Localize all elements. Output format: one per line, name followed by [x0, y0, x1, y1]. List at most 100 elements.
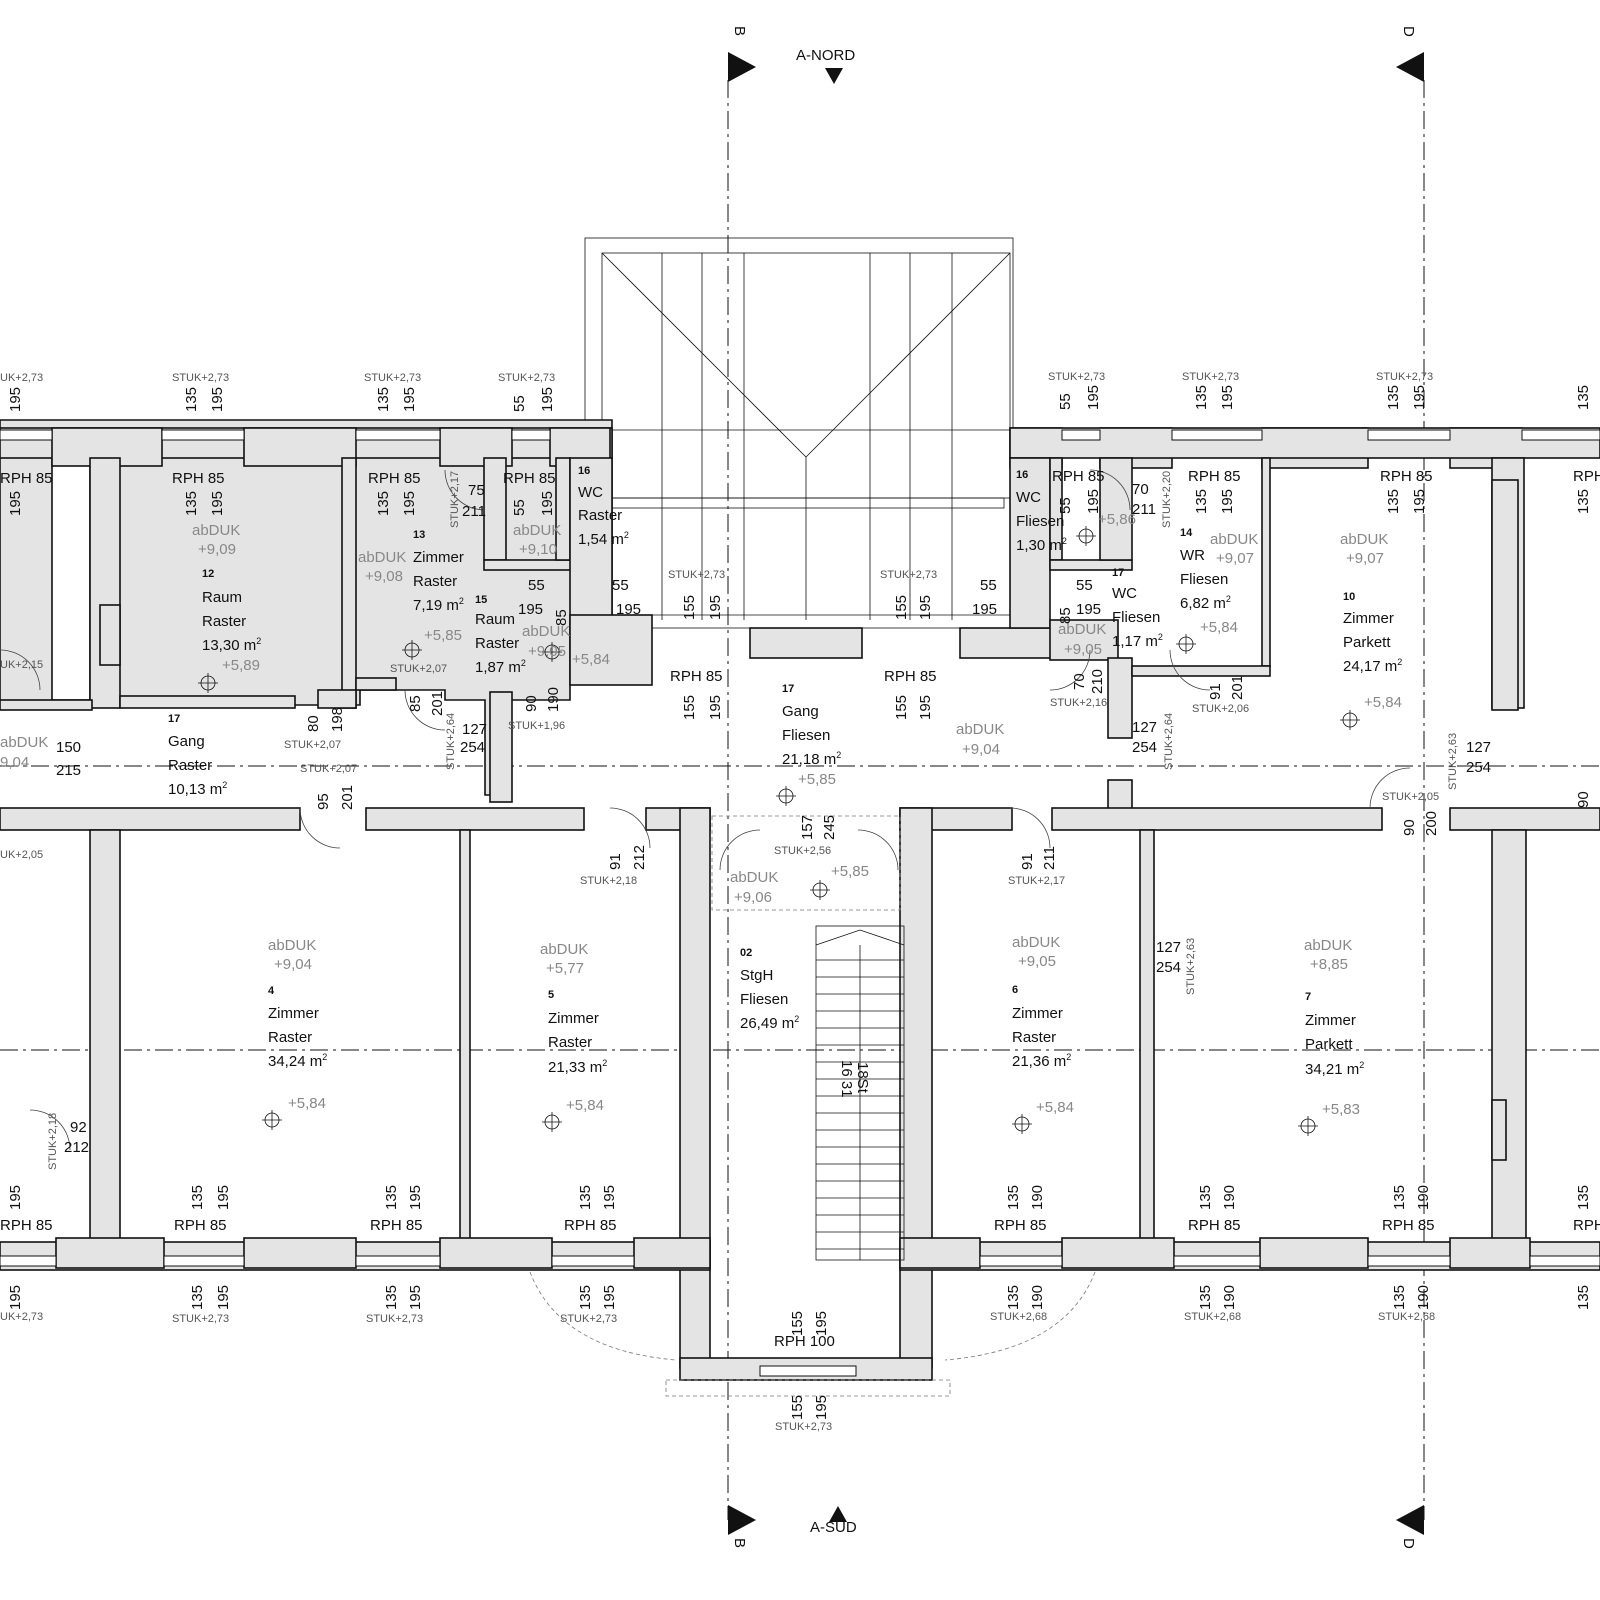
- svg-text:10: 10: [1343, 591, 1355, 603]
- dimension-label: 80: [305, 715, 322, 732]
- level-marker-cross: [1012, 1114, 1032, 1134]
- dimension-label: 85: [553, 609, 570, 626]
- level-marker-cross: [810, 880, 830, 900]
- svg-text:abDUK: abDUK: [956, 721, 1004, 738]
- level-markers: [198, 526, 1360, 1136]
- svg-text:6: 6: [1012, 984, 1018, 996]
- svg-text:Raster: Raster: [168, 757, 212, 774]
- svg-text:Zimmer: Zimmer: [1343, 610, 1394, 627]
- svg-text:1,17 m2: 1,17 m2: [1112, 632, 1163, 650]
- svg-text:16: 16: [1016, 469, 1028, 481]
- room-02-stairwell: abDUK +9,06 +5,85 02 StgH Fliesen 26,49 …: [730, 863, 869, 1032]
- svg-text:34,21 m2: 34,21 m2: [1305, 1060, 1364, 1078]
- north-window-dims: STUK+2,73 STUK+2,73 STUK+2,73 UK+2,73 ST…: [0, 371, 1600, 685]
- svg-text:RPH 85: RPH 85: [670, 668, 723, 685]
- dimension-label: 201: [339, 785, 356, 810]
- svg-text:212: 212: [64, 1139, 89, 1156]
- dimension-label: 195: [209, 491, 226, 516]
- dimension-label: 195: [7, 1285, 24, 1310]
- svg-text:STUK+2,73: STUK+2,73: [668, 569, 725, 581]
- dimension-label: 190: [1029, 1285, 1046, 1310]
- svg-text:21,33 m2: 21,33 m2: [548, 1058, 607, 1076]
- svg-text:195: 195: [616, 601, 641, 618]
- svg-text:abDUK: abDUK: [522, 623, 570, 640]
- dimension-label: 135: [1391, 1185, 1408, 1210]
- svg-text:Zimmer: Zimmer: [413, 549, 464, 566]
- svg-text:127: 127: [1132, 719, 1157, 736]
- svg-text:STUK+2,07: STUK+2,07: [300, 763, 357, 775]
- svg-text:7,19 m2: 7,19 m2: [413, 596, 464, 614]
- dimension-label: 195: [813, 1311, 830, 1336]
- svg-text:1,30 m2: 1,30 m2: [1016, 536, 1067, 554]
- level-marker-cross: [402, 640, 422, 660]
- svg-text:15: 15: [475, 594, 487, 606]
- dimension-label: 135: [1197, 1185, 1214, 1210]
- svg-text:195: 195: [972, 601, 997, 618]
- svg-text:STUK+2,17: STUK+2,17: [449, 471, 461, 528]
- axis-marker-d-bottom: D: [1396, 1505, 1424, 1549]
- svg-text:STUK+2,64: STUK+2,64: [1163, 713, 1175, 770]
- svg-text:+9,04: +9,04: [274, 956, 312, 973]
- svg-text:12: 12: [202, 568, 214, 580]
- dimension-label: 55: [511, 395, 528, 412]
- svg-text:STUK+2,56: STUK+2,56: [774, 845, 831, 857]
- dimension-label: 90: [523, 695, 540, 712]
- svg-text:STUK+2,06: STUK+2,06: [1192, 703, 1249, 715]
- svg-text:55: 55: [528, 577, 545, 594]
- dimension-label: 135: [189, 1285, 206, 1310]
- svg-text:18St: 18St: [854, 1062, 871, 1094]
- svg-text:+5,84: +5,84: [566, 1097, 604, 1114]
- room-15: 15 Raum Raster 1,87 m2 abDUK +9,05 +5,84: [475, 594, 610, 676]
- svg-text:34,24 m2: 34,24 m2: [268, 1052, 327, 1070]
- svg-text:5: 5: [548, 989, 554, 1001]
- dimension-label: 195: [1085, 385, 1102, 410]
- dimension-label: 85: [407, 695, 424, 712]
- svg-text:RPH 85: RPH 85: [172, 470, 225, 487]
- svg-text:B: B: [731, 1538, 748, 1548]
- dimension-label: 195: [401, 491, 418, 516]
- svg-text:UK+2,15: UK+2,15: [0, 659, 43, 671]
- svg-text:+5,84: +5,84: [572, 651, 610, 668]
- svg-text:RPH 85: RPH 85: [503, 470, 556, 487]
- dimension-label: 155: [789, 1395, 806, 1420]
- dimension-label: 195: [401, 387, 418, 412]
- svg-text:21,36 m2: 21,36 m2: [1012, 1052, 1071, 1070]
- svg-text:127: 127: [462, 721, 487, 738]
- svg-text:Zimmer: Zimmer: [1305, 1012, 1356, 1029]
- svg-text:RPH 85: RPH 85: [1382, 1217, 1435, 1234]
- dimension-label: 195: [1411, 385, 1428, 410]
- svg-text:STUK+2,68: STUK+2,68: [1184, 1311, 1241, 1323]
- svg-text:16 31: 16 31: [838, 1060, 855, 1098]
- svg-text:STUK+2,68: STUK+2,68: [1378, 1311, 1435, 1323]
- svg-text:RPH 85: RPH 85: [370, 1217, 423, 1234]
- dimension-label: 90: [1401, 819, 1418, 836]
- svg-text:RPH 85: RPH 85: [174, 1217, 227, 1234]
- svg-text:55: 55: [1076, 577, 1093, 594]
- svg-text:WC: WC: [1112, 585, 1137, 602]
- svg-text:+9,06: +9,06: [734, 889, 772, 906]
- level-marker-cross: [1298, 1116, 1318, 1136]
- svg-text:WC: WC: [1016, 489, 1041, 506]
- staircase: [815, 925, 905, 1261]
- svg-text:150: 150: [56, 739, 81, 756]
- south-window-dims: RPH 85 RPH 85 RPH 85 RPH 85 RPH 85 RPH 8…: [0, 1217, 1600, 1433]
- room-17-wc: 17 WC Fliesen 1,17 m2 abDUK +9,05: [1058, 567, 1163, 658]
- svg-text:+5,85: +5,85: [831, 863, 869, 880]
- room-5: abDUK +5,77 5 Zimmer Raster 21,33 m2 +5,…: [540, 941, 607, 1114]
- dimension-label: 85: [1057, 607, 1074, 624]
- dimension-label: 195: [539, 491, 556, 516]
- svg-text:+9,09: +9,09: [198, 541, 236, 558]
- level-marker-cross: [262, 1110, 282, 1130]
- dimension-label: 190: [1415, 1185, 1432, 1210]
- svg-text:17: 17: [1112, 567, 1124, 579]
- svg-text:17: 17: [168, 713, 180, 725]
- svg-text:STUK+2,73: STUK+2,73: [172, 1313, 229, 1325]
- svg-text:abDUK: abDUK: [1058, 621, 1106, 638]
- svg-text:+5,84: +5,84: [1364, 694, 1402, 711]
- svg-text:127: 127: [1466, 739, 1491, 756]
- svg-text:+9,05: +9,05: [1064, 641, 1102, 658]
- svg-text:RPH 100: RPH 100: [774, 1333, 835, 1350]
- svg-text:STUK+2,63: STUK+2,63: [1447, 733, 1459, 790]
- dimension-label: 157: [799, 815, 816, 840]
- dimension-label: 155: [681, 595, 698, 620]
